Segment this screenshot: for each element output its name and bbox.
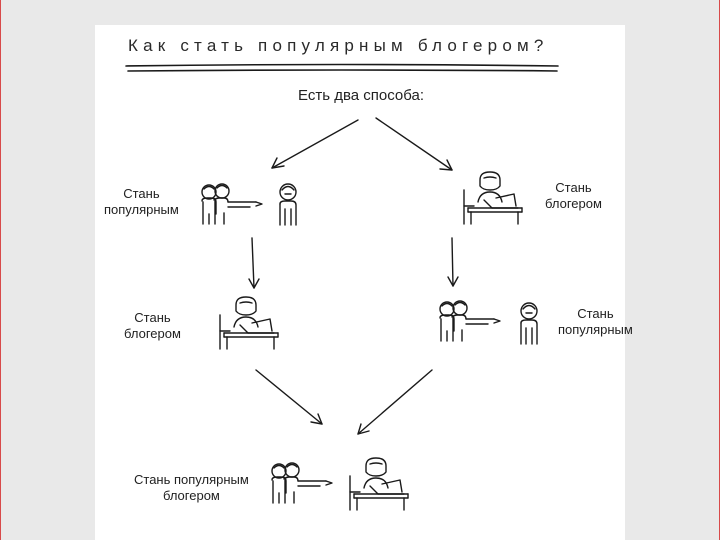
- title-underline: [126, 65, 558, 72]
- label-line: блогером: [162, 488, 220, 503]
- label-bottom: Стань популярным блогером: [134, 472, 249, 504]
- blogger-at-laptop-icon: [219, 296, 279, 350]
- blogger-at-laptop-icon: [349, 457, 409, 511]
- person-icon: [520, 302, 538, 345]
- arrow-icon: [249, 118, 458, 434]
- label-line: Стань: [134, 310, 171, 325]
- label-line: популярным: [104, 202, 179, 217]
- blogger-at-laptop-icon: [463, 171, 523, 225]
- person-icon: [279, 183, 297, 226]
- page-title: Как стать популярным блогером?: [128, 36, 549, 55]
- label-line: блогером: [124, 326, 181, 341]
- label-line: блогером: [545, 196, 602, 211]
- label-left-1: Стань популярным: [104, 186, 179, 218]
- pointing-crowd-icon: [201, 183, 263, 225]
- label-left-2: Стань блогером: [124, 310, 181, 342]
- label-line: популярным: [558, 322, 633, 337]
- pointing-crowd-icon: [439, 300, 501, 342]
- label-right-2: Стань популярным: [558, 306, 633, 338]
- frame-left-border: [0, 0, 1, 540]
- pointing-crowd-icon: [271, 462, 333, 504]
- label-line: Стань: [555, 180, 592, 195]
- label-line: Стань: [577, 306, 614, 321]
- subtitle: Есть два способа:: [298, 87, 424, 104]
- paper: [95, 25, 625, 540]
- label-line: Стань популярным: [134, 472, 249, 487]
- label-line: Стань: [123, 186, 160, 201]
- label-right-1: Стань блогером: [545, 180, 602, 212]
